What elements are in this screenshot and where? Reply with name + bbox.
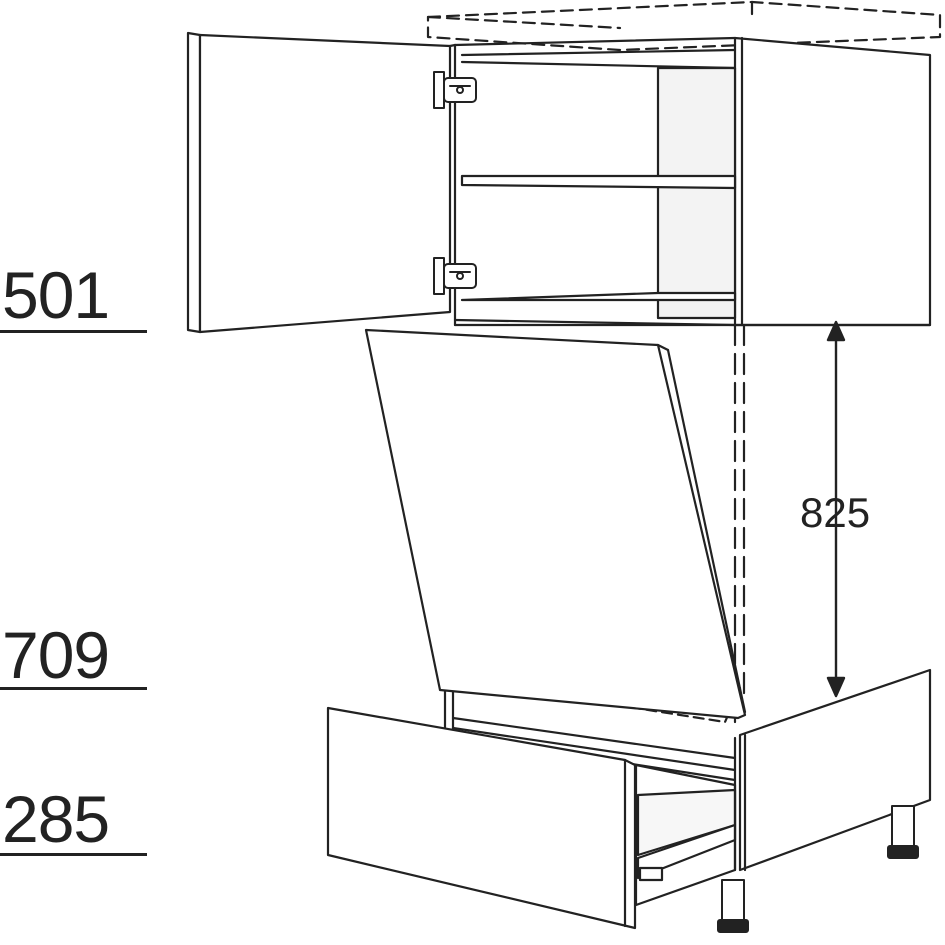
cabinet-body bbox=[453, 36, 932, 327]
worktop-outline bbox=[426, 0, 942, 52]
front-height-label-drawer: 285 bbox=[2, 782, 110, 856]
label-underline bbox=[0, 687, 147, 690]
niche-height-dimension bbox=[826, 320, 846, 698]
shelf bbox=[460, 174, 737, 190]
hinge bbox=[433, 71, 477, 109]
front-height-label-middle: 709 bbox=[2, 618, 110, 692]
appliance-front-panel bbox=[364, 328, 747, 720]
niche-height-label: 825 bbox=[800, 489, 871, 536]
label-underline bbox=[0, 330, 147, 333]
drawer bbox=[326, 706, 737, 930]
shelf bbox=[460, 291, 737, 302]
upper-door bbox=[186, 31, 457, 334]
cabinet-foot bbox=[887, 805, 919, 859]
cabinet-foot bbox=[717, 879, 749, 933]
label-underline bbox=[0, 853, 147, 856]
hinge bbox=[433, 257, 477, 295]
front-height-label-upper: 501 bbox=[2, 258, 110, 332]
